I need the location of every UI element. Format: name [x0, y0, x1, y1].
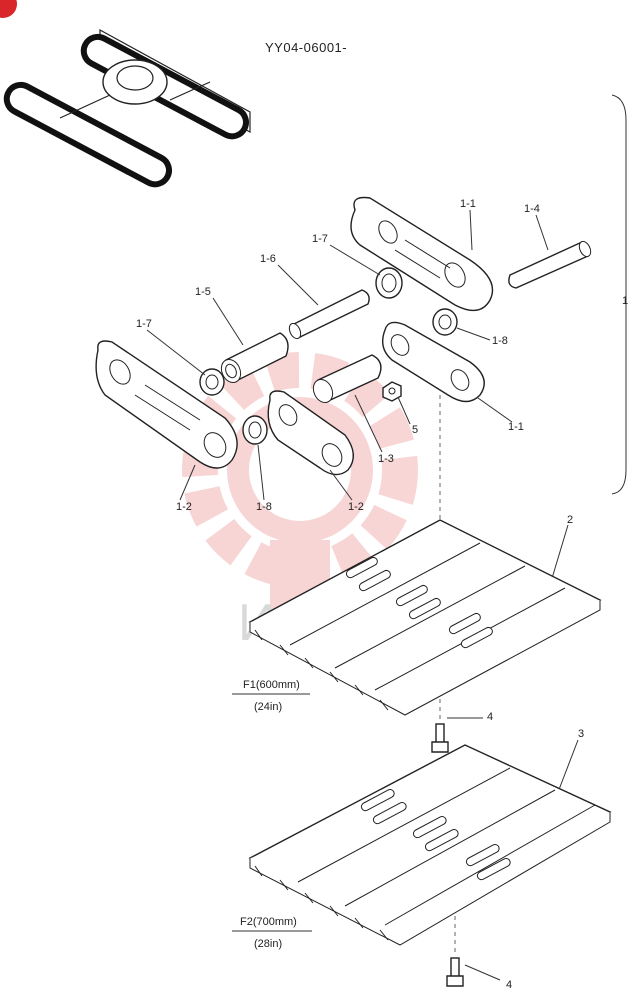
bushing-1-5	[220, 332, 289, 384]
assembly-bracket	[611, 94, 627, 495]
shoe-f1-name: F1(600mm)	[243, 679, 300, 691]
shoe-f2-name: F2(700mm)	[240, 916, 297, 928]
track-shoe-f2	[248, 744, 612, 946]
label-1-8-mid: 1-8	[256, 501, 272, 513]
label-1-2-mid: 1-2	[348, 501, 364, 513]
label-1-2-left: 1-2	[176, 501, 192, 513]
label-3: 3	[578, 728, 584, 740]
label-1-5: 1-5	[195, 286, 211, 298]
shoe-f2-holes	[360, 789, 511, 881]
label-1-7-left: 1-7	[136, 318, 152, 330]
label-5: 5	[412, 424, 418, 436]
pin-1-6	[288, 289, 370, 340]
label-4-top: 4	[487, 711, 493, 723]
link-1-1-right	[382, 321, 485, 403]
label-1-4: 1-4	[524, 203, 540, 215]
seal-1-7-top	[375, 267, 403, 299]
pin-1-4	[508, 240, 592, 289]
seal-1-7-left	[199, 368, 225, 396]
shoe-f1-holes	[345, 556, 493, 649]
undercarriage-thumbnail	[3, 28, 251, 188]
nut-5	[382, 381, 402, 402]
link-1-1-top	[350, 196, 494, 312]
label-4-bottom: 4	[506, 979, 512, 991]
label-1-1-right: 1-1	[508, 421, 524, 433]
link-1-2-left	[95, 340, 238, 469]
bushing-1-3	[312, 354, 382, 404]
link-1-2-mid	[267, 390, 354, 476]
label-1-7-top: 1-7	[312, 233, 328, 245]
label-1-1-top: 1-1	[460, 198, 476, 210]
header-code: YY04-06001-	[265, 40, 347, 55]
leader-lines	[146, 209, 579, 981]
track-shoe-f1	[248, 519, 602, 716]
label-1-3: 1-3	[378, 453, 394, 465]
shoe-f1-inch: (24in)	[254, 701, 282, 713]
label-1-8-right: 1-8	[492, 335, 508, 347]
shoe-f2-inch: (28in)	[254, 938, 282, 950]
label-1-6: 1-6	[260, 253, 276, 265]
corner-badge	[0, 0, 17, 18]
label-2: 2	[567, 514, 573, 526]
seal-1-8-right	[432, 308, 458, 336]
bolt-4-top	[431, 723, 449, 753]
bolt-4-bottom	[446, 957, 464, 987]
assembly-label: 1	[622, 295, 628, 307]
seal-1-8-mid	[242, 415, 268, 445]
